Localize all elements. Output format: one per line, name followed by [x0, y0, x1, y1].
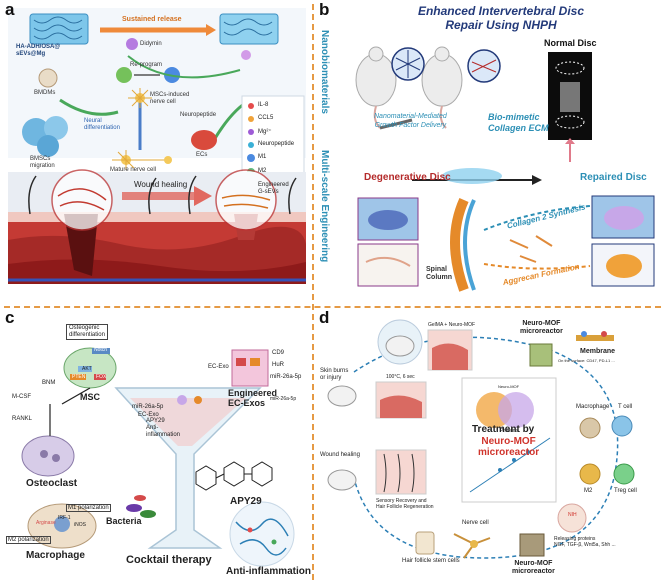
- degenerative-disc-label: Degenerative Disc: [364, 172, 451, 183]
- legend-m2: M2: [258, 168, 267, 174]
- treatment-neuro-mof-label: Neuro-MOF microreactor: [478, 436, 540, 458]
- neuro-mof-bottom-label: Neuro-MOF microreactor: [512, 560, 555, 575]
- legend-gsevs: Engineered G-sEVs: [258, 182, 289, 195]
- releasing-label: Releasing proteins NGF, TGF-β, Wnt5a, Sh…: [554, 536, 616, 548]
- panel-b: b Enhanced Intervertebral Disc Repair Us…: [314, 0, 665, 306]
- msc-label: MSC: [80, 392, 100, 402]
- side-label-multiscale: Multi-scale Engineering: [319, 150, 330, 263]
- legend-il8: IL-8: [258, 102, 269, 108]
- panel-a-art: [8, 8, 306, 284]
- panel-c-label: c: [5, 308, 15, 327]
- osteogenic-label: Osteogenic differentiation: [66, 324, 108, 340]
- m2-d-label: M2: [584, 488, 593, 494]
- bacteria-label: Bacteria: [106, 516, 142, 526]
- venn-mid-label: Proteins: [500, 428, 519, 434]
- heat-label: 100°C, 6 sec: [386, 374, 415, 380]
- bmscs-label: BMSCs migration: [30, 156, 55, 169]
- hydrogel-left-icon: [29, 13, 89, 45]
- biomimetic-label: Bio-mimetic Collagen ECM: [488, 112, 549, 133]
- macrophage-d-label: Macrophage: [576, 404, 610, 410]
- legend-neuropeptide: Neuropeptide: [258, 141, 295, 147]
- cd9-label: CD9: [272, 350, 285, 356]
- engineered-label: Engineered EC-Exos: [228, 388, 278, 408]
- panel-d: d Neuro-MOF microreactor GelMA + Neuro-M…: [314, 308, 665, 584]
- nerve-cell-d-label: Nerve cell: [462, 520, 489, 526]
- ecexo-label: EC-Exo: [138, 412, 159, 418]
- treatment-label: Treatment by: [472, 424, 535, 435]
- panel-c: c Osteogenic differentiation Notch AKT P…: [0, 308, 311, 584]
- spinal-column-label: Spinal Column: [426, 266, 453, 281]
- hydrogel-right-icon: [219, 13, 279, 45]
- mouse-left-icon: [355, 46, 397, 129]
- panel-b-title: Enhanced Intervertebral Disc Repair Usin…: [417, 4, 585, 32]
- notch-label: Notch: [94, 347, 108, 353]
- mir-label: miR-26a-5p: [132, 404, 164, 410]
- irf1-label: IRF-1: [58, 515, 71, 521]
- mcsf-label: M-CSF: [12, 394, 31, 400]
- engineered-superscript: miR-26a-5p: [270, 396, 297, 402]
- side-label-nanobiomaterials: Nanobiomaterials: [319, 30, 330, 114]
- hair-stem-label: Hair follicle stem cells: [402, 558, 460, 564]
- membrane-label: Membrane: [580, 348, 616, 355]
- panel-d-art: [327, 319, 635, 559]
- wound-healing-label: Wound healing: [134, 180, 188, 189]
- sustained-release-label: Sustained release: [122, 16, 182, 23]
- macrophage-label: Macrophage: [26, 550, 85, 561]
- nano-growth-label: Nanomaterial-Mediated Growth Factor Deli…: [374, 113, 447, 129]
- panel-b-label: b: [319, 0, 330, 19]
- mature-nerve-label: Mature nerve cell: [110, 167, 157, 173]
- ecexo2-label: EC-Exo: [208, 364, 229, 370]
- ecs-label: ECs: [196, 152, 208, 158]
- cocktail-label: Cocktail therapy: [126, 554, 212, 566]
- mature-nerve-cell-icon: [112, 150, 172, 170]
- hur-label: HuR: [272, 362, 285, 368]
- venn-left-label: Neuro-MOF: [498, 384, 520, 389]
- mir2-label: miR-26a-5p: [270, 374, 302, 380]
- m2-polarization-label: M2 polarization: [6, 536, 51, 544]
- glass-center-label: APY29 Anti- inflammation: [146, 418, 181, 438]
- hydrogel-label: HA-ADH/OSA@ sEVs@Mg: [16, 44, 61, 57]
- legend-ccl5: CCL5: [258, 115, 274, 121]
- neural-diff-label: Neural differentiation: [84, 118, 120, 131]
- msc-nerve-label: MSCs-induced nerve cell: [150, 92, 190, 105]
- bnm-label: BNM: [42, 380, 56, 386]
- legend-m1: M1: [258, 154, 267, 160]
- bmdms-label: BMDMs: [34, 90, 56, 96]
- pten-label: PTEN: [72, 374, 86, 380]
- neuro-mof-top-label: Neuro-MOF microreactor: [520, 320, 563, 335]
- inos-label: iNOS: [74, 522, 86, 528]
- panel-c-art: [21, 347, 295, 567]
- rankl-label: RANKL: [12, 416, 33, 422]
- repaired-disc-label: Repaired Disc: [580, 172, 647, 183]
- panel-b-art: [355, 46, 655, 292]
- skin-injury-label: Skin burns or injury: [320, 368, 349, 381]
- osteoclast-label: Osteoclast: [26, 478, 78, 489]
- wound-healing-d-label: Wound healing: [320, 452, 360, 458]
- apy29-label: APY29: [230, 496, 262, 507]
- didymin-label: Didymin: [140, 41, 162, 47]
- sensory-label: Sensory Recovery and Hair Follicle Regen…: [376, 498, 434, 510]
- gelma-label: GelMA + Neuro-MOF: [428, 322, 476, 328]
- treg-label: Treg cell: [614, 488, 637, 494]
- panel-d-label: d: [319, 308, 330, 327]
- akt-label: AKT: [82, 366, 92, 372]
- tcell-label: T cell: [618, 404, 633, 410]
- antiinf-label: Anti-inflammation: [226, 566, 311, 577]
- neuropeptide-label: Neuropeptide: [180, 112, 217, 118]
- nih-label: NIH: [568, 512, 577, 518]
- panel-a: a HA-ADH/OSA@ sEVs@Mg Sustained release …: [0, 0, 311, 306]
- fox-label: FOX: [96, 374, 107, 380]
- nerve-cell-icon: [128, 88, 152, 108]
- arginase-label: Arginase: [36, 520, 56, 526]
- m1-polarization-label: M1 polarization: [66, 504, 111, 512]
- mouse-right-icon: [421, 46, 463, 129]
- panel-a-label: a: [5, 0, 15, 19]
- normal-disc-label: Normal Disc: [544, 38, 597, 48]
- membrane-sub-label: On the surface: CD47, PD-L1 ...: [558, 358, 615, 363]
- reprogram-label: Re-program: [130, 62, 163, 68]
- legend-mg: Mg²⁺: [258, 129, 272, 135]
- horizontal-divider: [4, 306, 661, 308]
- vertical-divider: [312, 4, 314, 580]
